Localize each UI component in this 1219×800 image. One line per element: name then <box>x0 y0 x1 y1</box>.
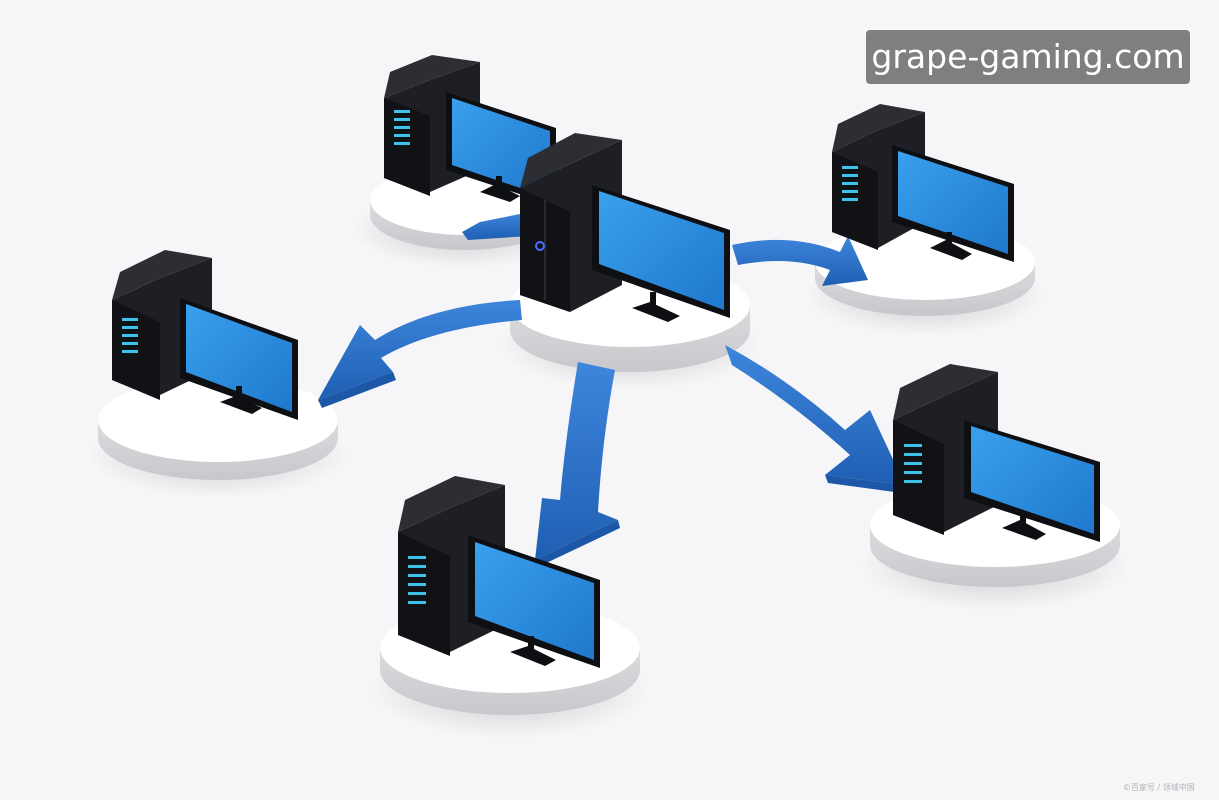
power-led <box>535 241 545 251</box>
watermark: grape-gaming.com <box>866 30 1190 84</box>
image-credit: ©百家号 / 领域中国 <box>1123 783 1195 792</box>
led-strip <box>122 318 138 353</box>
led-strip <box>842 166 858 201</box>
computer-left <box>112 250 298 420</box>
led-strip <box>394 110 410 145</box>
arrow-to-top-right <box>732 236 868 286</box>
hub-server <box>520 133 730 322</box>
computer-bottom <box>398 476 600 668</box>
pedestal-bottom-right <box>860 483 1130 610</box>
arrow-to-bottom <box>535 362 620 566</box>
computer-top-right <box>832 104 1014 262</box>
computer-bottom-right <box>893 364 1100 542</box>
arrow-to-bottom-right <box>725 345 905 493</box>
pedestal-left <box>88 378 348 497</box>
arrow-to-top-left <box>462 212 530 240</box>
led-strip <box>904 444 922 483</box>
led-strip <box>408 556 426 604</box>
arrow-to-left <box>318 300 522 408</box>
